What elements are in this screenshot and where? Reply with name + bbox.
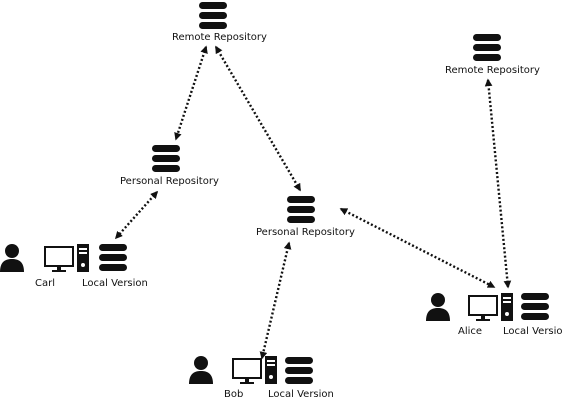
computer-tower-icon [265,356,277,384]
computer-tower-icon [77,244,89,272]
person-icon [426,293,450,321]
connector-personal-center-to-bob [259,241,292,360]
local-version-label: Local Version [82,278,148,289]
user-name-label: Alice [458,326,483,337]
local-version-label: Local Version [503,326,562,337]
database-icon [199,2,227,29]
monitor-icon [468,295,498,321]
database-icon [521,293,549,320]
database-icon [473,34,501,61]
monitor-icon [232,358,262,384]
connector-remote-right-to-alice [484,78,512,289]
connector-remote-top-to-personal-center [214,45,302,192]
person-icon [0,244,24,272]
remote-repository-label: Remote Repository [445,65,540,76]
database-icon [152,145,180,172]
user-name-label: Carl [35,278,55,289]
personal-repository-label: Personal Repository [256,227,355,238]
person-icon [189,356,213,384]
user-name-label: Bob [224,389,244,400]
database-icon [285,357,313,384]
personal-repository-label: Personal Repository [120,176,219,187]
local-version-label: Local Version [268,389,334,400]
remote-repository-label: Remote Repository [172,32,267,43]
connector-remote-top-to-personal-left [174,45,208,141]
database-icon [287,196,315,223]
connector-personal-center-to-alice [339,207,496,289]
monitor-icon [44,246,74,272]
connector-personal-left-to-carl [114,190,159,240]
database-icon [99,244,127,271]
computer-tower-icon [501,293,513,321]
